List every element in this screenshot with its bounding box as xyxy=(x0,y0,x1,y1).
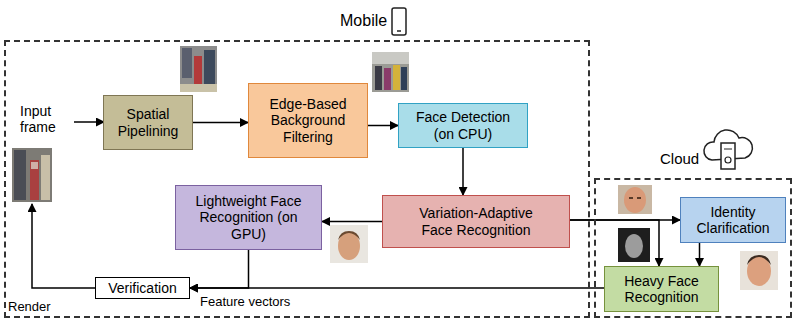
face-photo xyxy=(740,251,778,290)
box-text: Variation-Adaptive Face Recognition xyxy=(406,205,546,237)
face-photo xyxy=(618,185,652,214)
photo-detail xyxy=(372,52,409,64)
box-text: Edge-Based Background Filtering xyxy=(253,96,363,144)
connector-arrow xyxy=(190,287,604,289)
street-photo xyxy=(180,46,217,92)
face-skin xyxy=(625,234,643,258)
cloud-region: CloudIdentity ClarificationHeavy Face Re… xyxy=(596,180,790,316)
face-eye xyxy=(629,197,633,199)
region-heading: Mobile xyxy=(340,12,387,30)
face-eye xyxy=(637,197,641,199)
feature-label: Feature vectors xyxy=(200,295,290,310)
input-arrow xyxy=(74,121,104,123)
connector-arrow xyxy=(190,250,249,288)
process-box: Variation-Adaptive Face Recognition xyxy=(382,195,570,248)
process-box: Lightweight Face Recognition (on GPU) xyxy=(175,185,322,250)
face-photo xyxy=(330,225,368,263)
process-box: Face Detection (on CPU) xyxy=(398,103,528,148)
process-box: Verification xyxy=(95,277,190,299)
input-label: Input frame xyxy=(20,103,76,135)
photo-detail xyxy=(393,65,400,90)
process-box: Spatial Pipelining xyxy=(103,95,193,150)
connector-arrow xyxy=(368,125,398,127)
street-photo xyxy=(372,52,409,92)
process-box: Heavy Face Recognition xyxy=(604,266,719,312)
box-text: Face Detection (on CPU) xyxy=(413,109,513,141)
face-skin xyxy=(747,256,771,286)
server-slot xyxy=(724,149,732,150)
photo-detail xyxy=(401,67,407,90)
photo-detail xyxy=(30,160,39,200)
photo-detail xyxy=(182,48,192,78)
rendered-photo xyxy=(12,148,52,202)
blurred-face xyxy=(31,162,38,169)
photo-detail xyxy=(14,150,26,200)
face-hair xyxy=(747,255,771,265)
face-skin xyxy=(338,232,360,260)
render-arrow xyxy=(32,204,95,288)
photo-detail xyxy=(180,84,217,92)
process-box: Identity Clarification xyxy=(680,197,786,243)
process-box: Edge-Based Background Filtering xyxy=(248,83,368,158)
server-light xyxy=(725,157,731,163)
face-skin xyxy=(624,187,646,213)
box-text: Verification xyxy=(108,280,176,296)
connector-arrow xyxy=(462,148,464,195)
mobile-region: MobileSpatial PipeliningEdge-Based Backg… xyxy=(6,42,588,316)
photo-detail xyxy=(375,66,382,90)
photo-detail xyxy=(384,68,391,90)
face-photo xyxy=(618,228,650,262)
render-label: Render xyxy=(8,300,51,315)
box-text: Lightweight Face Recognition (on GPU) xyxy=(189,193,309,241)
box-text: Identity Clarification xyxy=(686,204,781,236)
phone-button xyxy=(397,30,401,32)
box-text: Heavy Face Recognition xyxy=(609,273,714,305)
server-icon xyxy=(721,143,735,169)
photo-detail xyxy=(41,155,50,200)
phone-icon xyxy=(392,8,406,35)
face-hair xyxy=(338,231,360,240)
connector-arrow xyxy=(193,122,248,124)
box-text: Spatial Pipelining xyxy=(108,106,188,138)
connector-arrow xyxy=(570,220,659,266)
connector-arrow xyxy=(322,221,382,223)
region-heading: Cloud xyxy=(660,150,699,167)
connector-arrow xyxy=(699,243,701,266)
